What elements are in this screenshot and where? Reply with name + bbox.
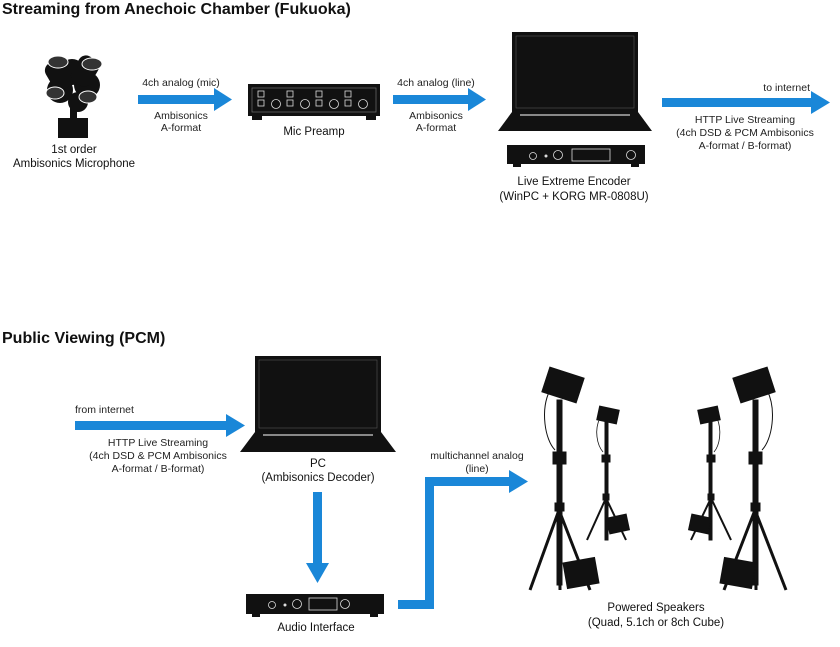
arrow3-top-label: to internet [763, 82, 810, 94]
arrow1-top-label: 4ch analog (mic) [142, 77, 220, 89]
interface-label: Audio Interface [277, 622, 354, 634]
speakers-label-line1: Powered Speakers [607, 602, 704, 614]
encoder-laptop-icon [498, 32, 652, 131]
arrow3-bottom-label1: HTTP Live Streaming [695, 114, 795, 126]
arrow1-bottom-label1: Ambisonics [154, 110, 208, 122]
arrow-in-bottom-label2: (4ch DSD & PCM Ambisonics [89, 450, 227, 462]
mic-preamp-device-icon [248, 84, 380, 120]
ambisonics-microphone-icon [44, 55, 103, 138]
speakers-label-line2: (Quad, 5.1ch or 8ch Cube) [588, 617, 724, 629]
encoder-label-line1: Live Extreme Encoder [517, 176, 630, 188]
encoder-label-line2: (WinPC + KORG MR-0808U) [499, 191, 648, 203]
mic-label-line1: 1st order [51, 144, 97, 156]
arrow2-bottom-label1: Ambisonics [409, 110, 463, 122]
audio-interface-device-icon [246, 594, 384, 617]
arrow-to-internet [662, 91, 830, 114]
speaker-stand-front-right-icon [719, 366, 788, 591]
arrow2-bottom-label2: A-format [416, 122, 456, 134]
arrow3-bottom-label2: (4ch DSD & PCM Ambisonics [676, 127, 814, 139]
encoder-audio-interface-icon [507, 145, 645, 167]
arrow2-top-label: 4ch analog (line) [397, 77, 475, 89]
arrow-pc-to-interface [306, 492, 329, 583]
preamp-label: Mic Preamp [283, 126, 344, 138]
arrow-in-bottom-label3: A-format / B-format) [112, 463, 205, 475]
speaker-stand-rear-left-icon [586, 405, 631, 541]
arrow-in-bottom-label1: HTTP Live Streaming [108, 437, 208, 449]
pc-laptop-icon [240, 356, 396, 452]
pc-label-line1: PC [310, 458, 326, 470]
section1-title: Streaming from Anechoic Chamber (Fukuoka… [2, 1, 351, 18]
arrow3-bottom-label3: A-format / B-format) [699, 140, 792, 152]
arrow-mic-to-preamp [138, 88, 232, 111]
arrow-out-top-label1: multichannel analog [430, 450, 524, 462]
arrow-in-top-label: from internet [75, 404, 134, 416]
speaker-stand-front-left-icon [528, 366, 600, 591]
speaker-stand-rear-right-icon [687, 405, 732, 541]
arrow-interface-to-speakers [398, 470, 528, 609]
arrow-out-top-label2: (line) [465, 463, 488, 475]
pc-label-line2: (Ambisonics Decoder) [261, 472, 374, 484]
arrow-from-internet [75, 414, 245, 437]
arrow1-bottom-label2: A-format [161, 122, 201, 134]
mic-label-line2: Ambisonics Microphone [13, 158, 135, 170]
arrow-preamp-to-encoder [393, 88, 486, 111]
section2-title: Public Viewing (PCM) [2, 330, 165, 347]
